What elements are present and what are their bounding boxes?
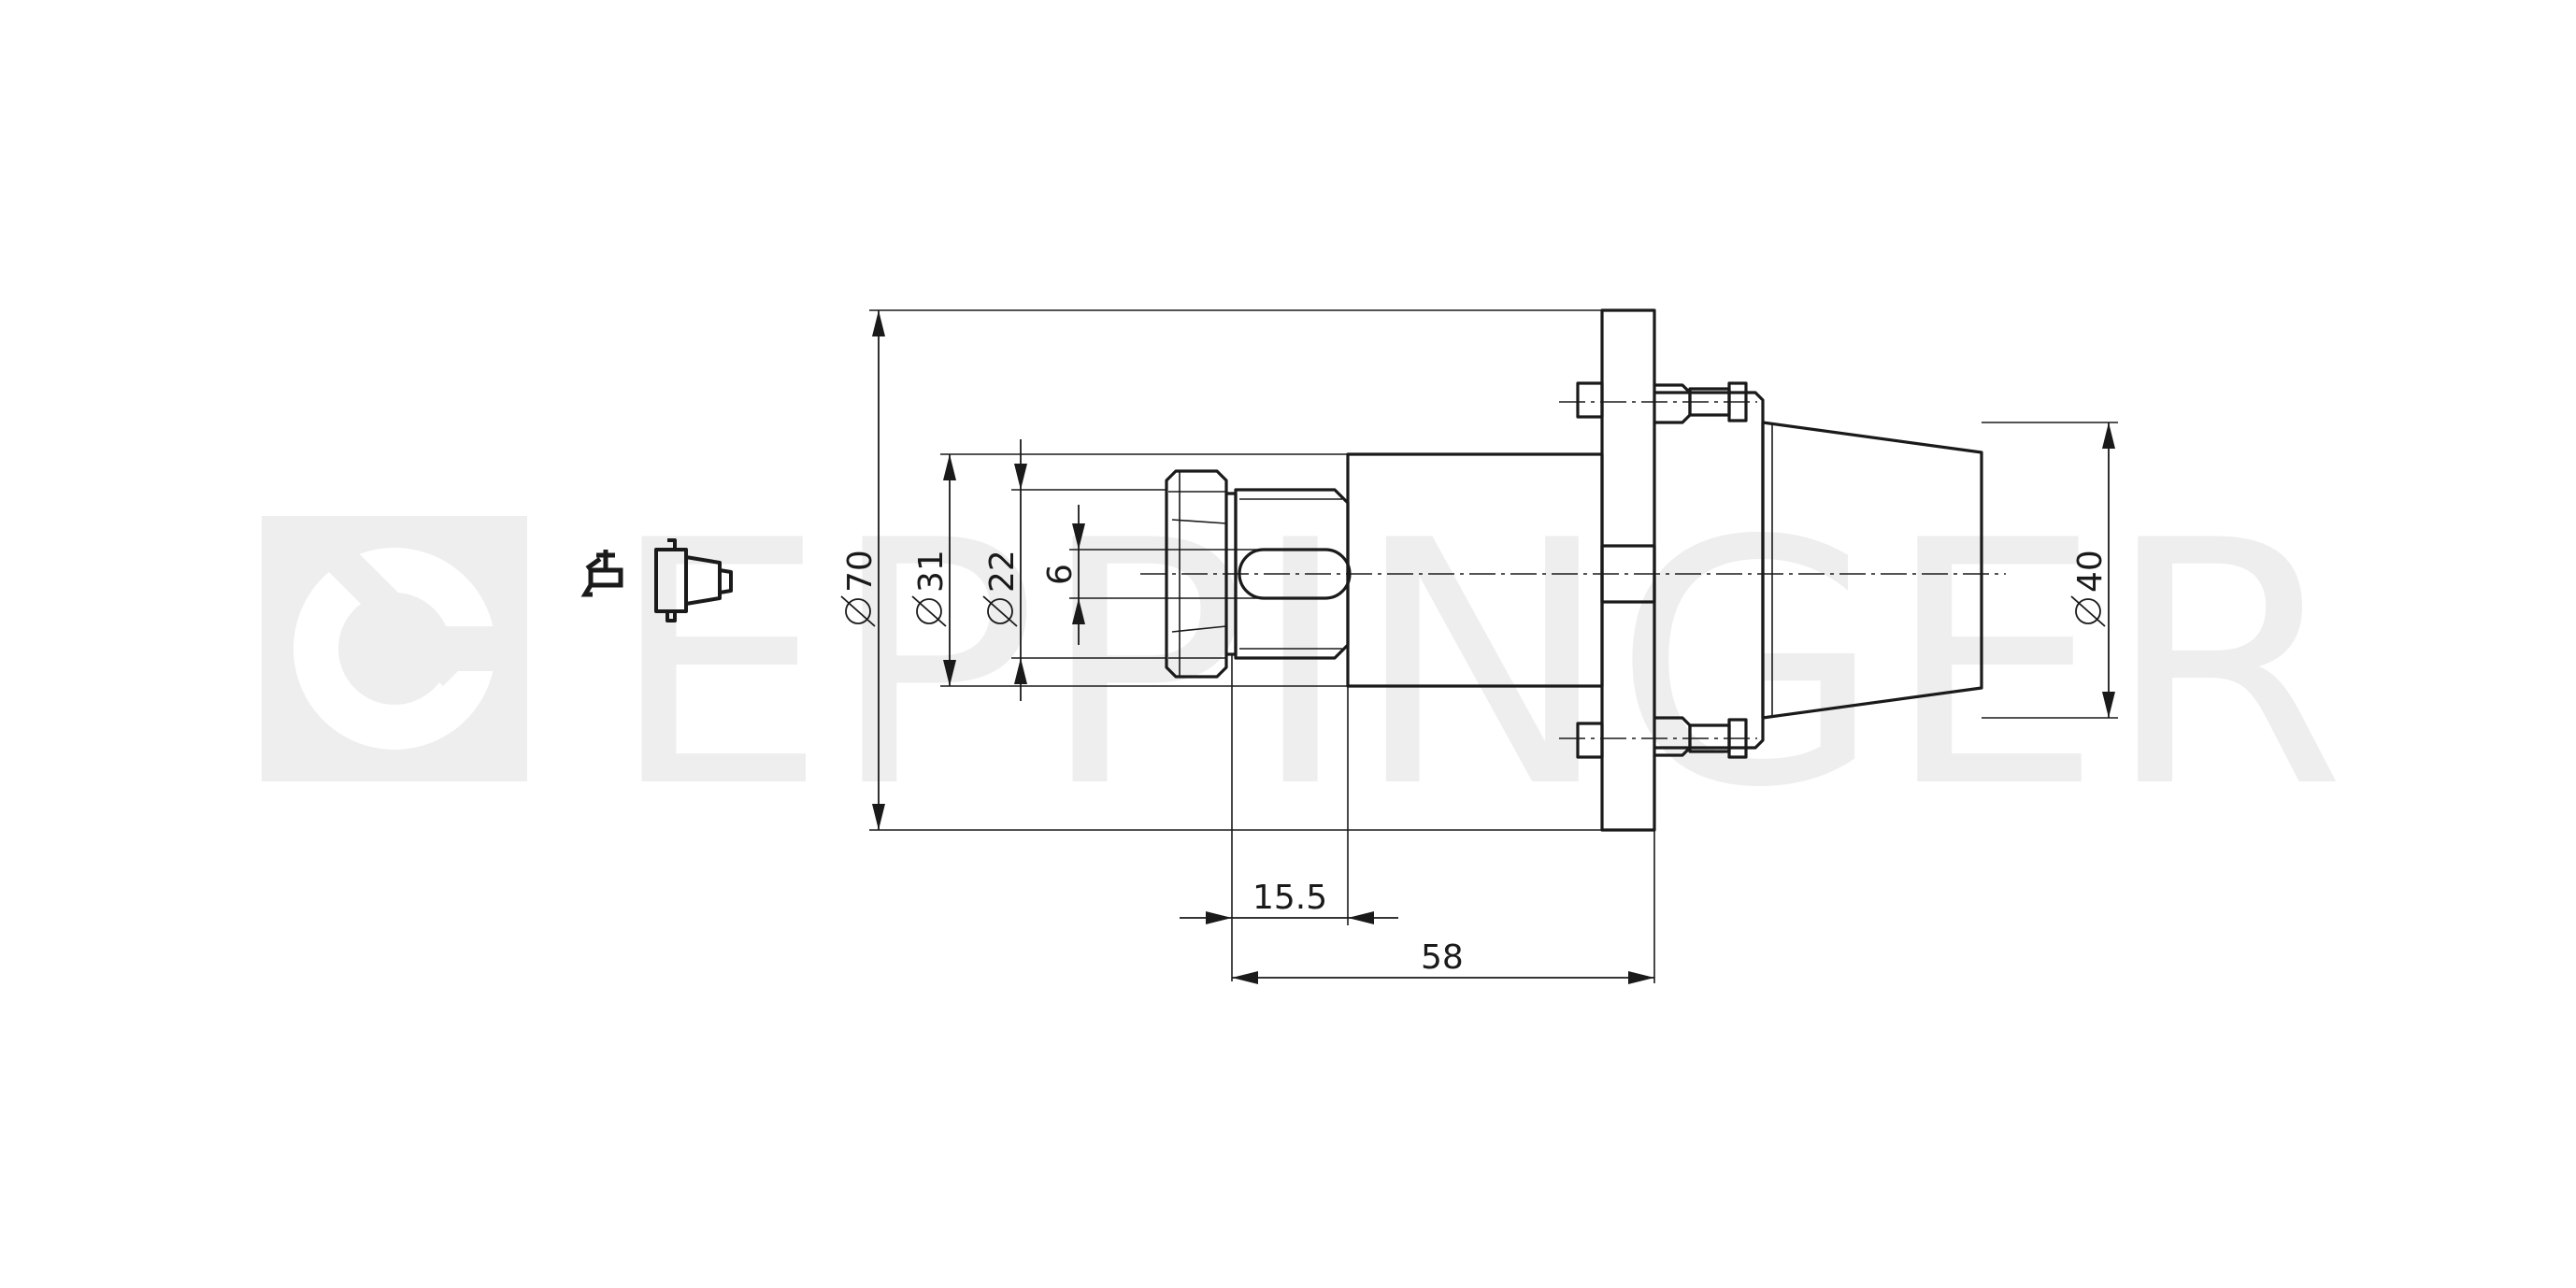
eppinger-watermark: EPPINGER <box>262 469 2346 861</box>
dim-slot-label: 6 <box>1041 564 1080 585</box>
taper-shank-icon <box>654 538 733 623</box>
dimension-d70: 70 <box>840 310 885 830</box>
dim-d70-label: 70 <box>841 550 880 593</box>
dimension-d22: 22 <box>982 439 1027 701</box>
watermark-text: EPPINGER <box>608 469 2346 861</box>
tool-holder <box>1140 308 2006 832</box>
dimension-slot-6: 6 <box>1041 505 1085 645</box>
watermark-logo-mark <box>293 537 507 750</box>
dimension-d31: 31 <box>911 454 956 686</box>
extension-lines <box>869 309 2118 983</box>
drive-slot <box>1238 548 1352 600</box>
bolt-top <box>1576 381 1748 424</box>
coolant-tap-icon <box>580 550 623 597</box>
dim-d31-label: 31 <box>912 550 951 593</box>
dim-d40-label: 40 <box>2071 550 2110 593</box>
dimension-d40: 40 <box>2070 422 2115 718</box>
dim-58-label: 58 <box>1421 938 1464 977</box>
dim-d22-label: 22 <box>983 550 1022 593</box>
taper-shank <box>1761 421 1983 720</box>
dimension-58: 58 <box>1232 938 1654 984</box>
dim-15-5-label: 15.5 <box>1252 879 1327 917</box>
dimension-15-5: 15.5 <box>1180 879 1398 924</box>
